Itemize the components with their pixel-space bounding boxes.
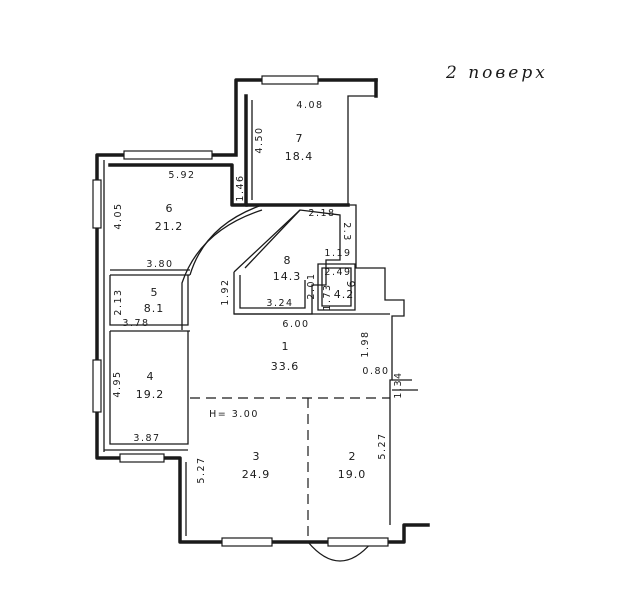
room-area: 8.1	[144, 302, 165, 315]
dimension-label: 1.34	[393, 371, 404, 398]
room-number: 7	[296, 132, 303, 145]
curved-wall	[181, 209, 263, 330]
room-area: 18.4	[285, 150, 314, 163]
room-area: 14.3	[273, 270, 302, 283]
room-area: 33.6	[271, 360, 300, 373]
dimension-label: 5.92	[168, 170, 195, 181]
dimension-label: 2.49	[324, 267, 351, 278]
dimension-label: 4.08	[296, 100, 323, 111]
dimension-label: 1.98	[360, 330, 371, 357]
dimension-label: 1.73	[322, 283, 333, 310]
dimension-label: H= 3.00	[209, 409, 259, 420]
dimension-label: 6.00	[282, 319, 309, 330]
room-number: 2	[349, 450, 356, 463]
right-wall	[347, 95, 405, 525]
room8-line	[244, 209, 301, 269]
room8-wall	[239, 275, 306, 309]
dimension-label: 4.95	[112, 370, 123, 397]
room5-wall	[109, 275, 189, 326]
curved-wall	[189, 204, 263, 276]
window	[327, 537, 389, 547]
dimension-label: 2.13	[113, 288, 124, 315]
dimension-label: 3.78	[122, 318, 149, 329]
dimension-label: 3.87	[133, 433, 160, 444]
room-number: 9	[344, 281, 357, 288]
window	[92, 179, 102, 229]
dimension-label: 4.05	[113, 202, 124, 229]
room-number: 3	[253, 450, 260, 463]
dimension-label: 4.50	[254, 126, 265, 153]
window	[92, 359, 102, 413]
room9-wall	[317, 263, 356, 311]
dimension-label: 5.27	[377, 432, 388, 459]
dimension-label: 5.27	[196, 456, 207, 483]
window	[221, 537, 273, 547]
room6-wall	[108, 163, 248, 207]
dimension-label: 3.24	[266, 298, 293, 309]
room-area: 21.2	[155, 220, 184, 233]
dimension-label: 1.19	[324, 248, 351, 259]
window	[123, 150, 213, 160]
dimension-label: 2.18	[308, 208, 335, 219]
floor-title: 2 поверх	[445, 63, 548, 83]
room-number: 6	[166, 202, 173, 215]
room-area: 19.2	[136, 388, 165, 401]
window	[261, 75, 319, 85]
dimension-label: 1.46	[235, 174, 246, 201]
room-area: 4.2	[334, 288, 355, 301]
room4-wall	[109, 331, 189, 445]
room-number: 8	[284, 254, 291, 267]
dimension-label: 2.3	[341, 222, 352, 242]
dimension-label: 1.92	[220, 278, 231, 305]
room-number: 1	[282, 340, 289, 353]
dimension-label: 3.80	[146, 259, 173, 270]
dimension-label: 0.80	[362, 366, 389, 377]
room-number: 5	[151, 286, 158, 299]
room-area: 24.9	[242, 468, 271, 481]
room-number: 4	[147, 370, 154, 383]
room-area: 19.0	[338, 468, 367, 481]
room9-wall	[321, 267, 352, 307]
bay-window	[307, 541, 373, 562]
window	[119, 453, 165, 463]
dimension-label: 2.01	[306, 272, 317, 299]
